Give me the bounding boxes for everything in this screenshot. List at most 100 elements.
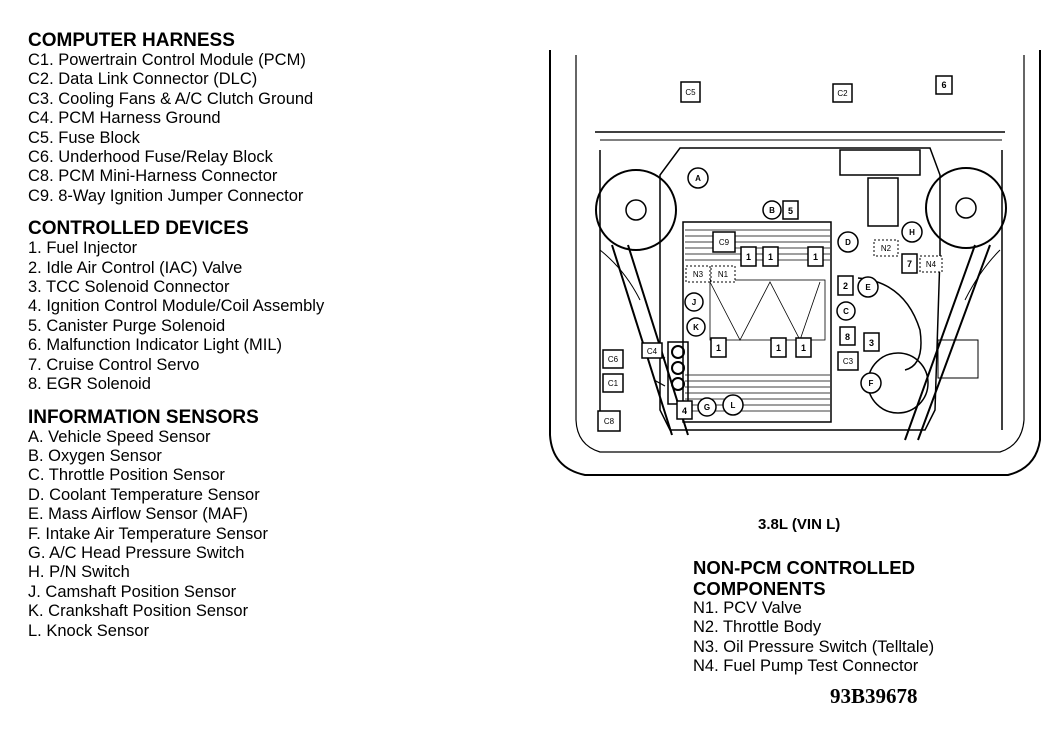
svg-text:1: 1 [746, 252, 751, 262]
non-pcm-title-line2: COMPONENTS [693, 578, 826, 599]
information-sensors-title: INFORMATION SENSORS [28, 406, 259, 428]
svg-text:G: G [704, 403, 710, 412]
canister-purge-solenoid: 5 [782, 200, 799, 220]
tcc-solenoid-connector: 3 [863, 332, 880, 352]
c5-label: C5 [685, 88, 696, 97]
legend-item: C1. Powertrain Control Module (PCM) [28, 51, 306, 69]
svg-text:2: 2 [843, 281, 848, 291]
legend-item: L. Knock Sensor [28, 621, 150, 640]
legend-item: 3. TCC Solenoid Connector [28, 278, 230, 297]
n3-oil-pressure-switch: N3 [685, 265, 711, 283]
sensor-c: C [836, 301, 856, 321]
legend-item: J. Camshaft Position Sensor [28, 582, 237, 601]
connector-6: 6 [935, 75, 953, 95]
svg-text:7: 7 [907, 259, 912, 269]
c4-label: C4 [647, 347, 658, 356]
sensor-j: J [684, 292, 704, 312]
svg-text:E: E [865, 283, 871, 292]
sensor-a: A [687, 167, 709, 189]
legend-item: B. Oxygen Sensor [28, 446, 162, 465]
controlled-devices-title: CONTROLLED DEVICES [28, 218, 249, 240]
injector: 1 [770, 337, 787, 358]
sensor-k: K [686, 317, 706, 337]
svg-text:B: B [769, 206, 775, 215]
iac-valve: 2 [837, 275, 854, 296]
egr-solenoid: 8 [839, 326, 856, 346]
sensor-e: E [857, 276, 879, 298]
maf-duct [857, 277, 922, 371]
information-sensors-section: INFORMATION SENSORS A. Vehicle Speed Sen… [28, 407, 548, 641]
connector-c4: C4 [641, 342, 663, 359]
c8-label: C8 [604, 417, 615, 426]
legend-item: F. Intake Air Temperature Sensor [28, 524, 268, 543]
legend-item: 1. Fuel Injector [28, 239, 138, 258]
sensor-b: B [762, 200, 782, 220]
connector-c5: C5 [680, 81, 701, 103]
c3-label: C3 [843, 357, 854, 366]
svg-text:N4: N4 [926, 260, 937, 269]
svg-text:8: 8 [845, 332, 850, 342]
sensor-f: F [860, 372, 882, 394]
legend-item: 5. Canister Purge Solenoid [28, 316, 226, 335]
legend-item: E. Mass Airflow Sensor (MAF) [28, 505, 249, 524]
computer-harness-section: COMPUTER HARNESS C1. Powertrain Control … [28, 30, 548, 206]
device-6-label: 6 [941, 80, 946, 90]
c1-label: C1 [608, 379, 619, 388]
legend-item: 8. EGR Solenoid [28, 375, 151, 394]
injector: 1 [795, 337, 812, 358]
legend-item: C2. Data Link Connector (DLC) [28, 70, 258, 89]
svg-text:4: 4 [682, 406, 687, 416]
computer-harness-title: COMPUTER HARNESS [28, 30, 235, 51]
c9-label: C9 [719, 238, 730, 247]
legend-item: C3. Cooling Fans & A/C Clutch Ground [28, 89, 314, 108]
injector: 1 [807, 246, 824, 267]
connector-c3: C3 [837, 351, 859, 371]
legend-item: C4. PCM Harness Ground [28, 109, 221, 128]
legend-item: N4. Fuel Pump Test Connector [693, 656, 919, 675]
sensor-h: H [901, 221, 923, 243]
legend-item: C6. Underhood Fuse/Relay Block [28, 148, 273, 167]
non-pcm-section: NON-PCM CONTROLLED COMPONENTS N1. PCV Va… [693, 557, 1033, 676]
svg-text:1: 1 [801, 343, 806, 353]
air-cleaner [839, 149, 921, 176]
connector-c1: C1 [602, 373, 624, 393]
right-brace [904, 244, 991, 441]
body-outline [549, 50, 1041, 476]
svg-text:L: L [731, 401, 736, 410]
engine-block [659, 147, 941, 431]
legend-item: K. Crankshaft Position Sensor [28, 602, 249, 621]
sensor-g: G [697, 397, 717, 417]
n2-throttle-body: N2 [873, 239, 899, 257]
legend-item: C9. 8-Way Ignition Jumper Connector [28, 186, 304, 205]
figure-id: 93B39678 [830, 684, 918, 708]
controlled-devices-section: CONTROLLED DEVICES 1. Fuel Injector 2. I… [28, 218, 548, 394]
svg-text:A: A [695, 174, 701, 183]
c2-label: C2 [837, 89, 848, 98]
legend: COMPUTER HARNESS C1. Powertrain Control … [28, 30, 548, 653]
injector: 1 [710, 337, 727, 358]
svg-text:K: K [693, 323, 699, 332]
engine-bay-outline [599, 150, 1003, 430]
svg-text:D: D [845, 238, 851, 247]
legend-item: C8. PCM Mini-Harness Connector [28, 167, 278, 186]
legend-item: C. Throttle Position Sensor [28, 466, 225, 485]
legend-item: D. Coolant Temperature Sensor [28, 485, 260, 504]
legend-item: G. A/C Head Pressure Switch [28, 543, 245, 562]
svg-text:N1: N1 [718, 270, 729, 279]
c6-label: C6 [608, 355, 619, 364]
legend-item: 6. Malfunction Indicator Light (MIL) [28, 336, 283, 355]
svg-text:1: 1 [813, 252, 818, 262]
sensor-l: L [722, 394, 744, 416]
inner-outline [575, 55, 1025, 453]
right-shock-tower [925, 167, 1007, 249]
legend-item: 4. Ignition Control Module/Coil Assembly [28, 297, 325, 316]
cruise-control-servo: 7 [901, 253, 918, 274]
injector: 1 [762, 246, 779, 267]
legend-item: A. Vehicle Speed Sensor [28, 427, 211, 446]
n4-fuel-pump-test-connector: N4 [919, 255, 943, 273]
left-shock-tower [595, 169, 677, 251]
legend-item: N2. Throttle Body [693, 618, 822, 637]
connector-c9: C9 [712, 231, 736, 253]
svg-text:3: 3 [869, 338, 874, 348]
